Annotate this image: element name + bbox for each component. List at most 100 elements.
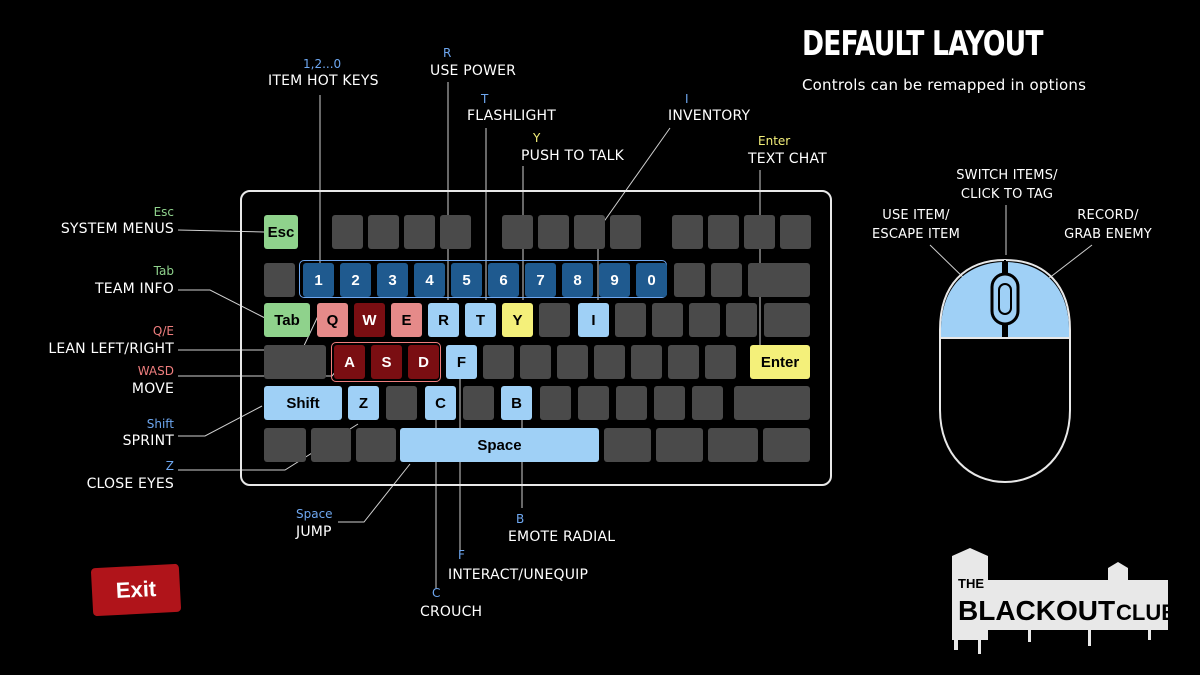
key-h bbox=[520, 345, 551, 379]
key-shift: Shift bbox=[264, 386, 342, 420]
key-tab: Tab bbox=[264, 303, 310, 337]
key-9: 9 bbox=[599, 263, 630, 297]
tab-key-name: Tab bbox=[153, 264, 174, 278]
key-f10 bbox=[708, 215, 739, 249]
key-z: Z bbox=[348, 386, 379, 420]
space-key-name: Space bbox=[296, 507, 333, 521]
keyboard-frame bbox=[240, 190, 832, 486]
mouse-left-button bbox=[941, 262, 1002, 338]
exit-button[interactable]: Exit bbox=[90, 563, 182, 617]
key-m bbox=[578, 386, 609, 420]
t-key-name: T bbox=[481, 92, 489, 106]
key-l bbox=[631, 345, 662, 379]
c-key-name: C bbox=[432, 586, 441, 600]
key-backtick bbox=[264, 263, 295, 297]
key-b: B bbox=[501, 386, 532, 420]
key-o bbox=[615, 303, 646, 337]
r-key-name: R bbox=[443, 46, 452, 60]
f-key-name: F bbox=[458, 548, 465, 562]
key-e: E bbox=[391, 303, 422, 337]
key-rshift bbox=[734, 386, 810, 420]
key-win bbox=[311, 428, 351, 462]
jump-label: JUMP bbox=[296, 524, 332, 540]
key-f9 bbox=[672, 215, 703, 249]
key-f1 bbox=[332, 215, 363, 249]
logo-club: CLUB bbox=[1116, 600, 1177, 625]
sprint-label: SPRINT bbox=[122, 433, 174, 449]
interact-label: INTERACT/UNEQUIP bbox=[448, 567, 589, 583]
key-5: 5 bbox=[451, 263, 482, 297]
key-semicolon bbox=[668, 345, 699, 379]
wasd-group bbox=[331, 342, 441, 382]
key-q: Q bbox=[317, 303, 348, 337]
key-period bbox=[654, 386, 685, 420]
enter-key-name: Enter bbox=[758, 134, 791, 148]
key-u bbox=[539, 303, 570, 337]
key-8: 8 bbox=[562, 263, 593, 297]
mouse-left-label: USE ITEM/ ESCAPE ITEM bbox=[871, 208, 961, 242]
logo-blackout: BLACKOUT bbox=[958, 595, 1115, 626]
key-equals bbox=[711, 263, 742, 297]
key-rbracket bbox=[726, 303, 757, 337]
close-eyes-label: CLOSE EYES bbox=[86, 476, 174, 492]
key-4: 4 bbox=[414, 263, 445, 297]
key-f3 bbox=[404, 215, 435, 249]
page-subtitle: Controls can be remapped in options bbox=[802, 76, 1087, 94]
z-key-name: Z bbox=[165, 459, 174, 473]
key-0: 0 bbox=[636, 263, 667, 297]
key-j bbox=[557, 345, 588, 379]
hotkeys-key-name: 1,2...0 bbox=[303, 57, 342, 71]
key-s: S bbox=[371, 345, 402, 379]
key-f12 bbox=[780, 215, 811, 249]
mouse-middle-label: SWITCH ITEMS/ CLICK TO TAG bbox=[956, 168, 1058, 202]
key-v bbox=[463, 386, 494, 420]
key-ralt bbox=[604, 428, 651, 462]
mouse-right-button bbox=[1008, 262, 1069, 338]
key-backslash bbox=[764, 303, 810, 337]
key-lbracket bbox=[689, 303, 720, 337]
key-rctrl bbox=[763, 428, 810, 462]
b-key-name: B bbox=[516, 512, 525, 526]
key-menu bbox=[708, 428, 758, 462]
lean-key-name: Q/E bbox=[152, 324, 174, 338]
key-f2 bbox=[368, 215, 399, 249]
key-f7 bbox=[574, 215, 605, 249]
key-f5 bbox=[502, 215, 533, 249]
key-capslock bbox=[264, 345, 326, 379]
shift-key-name: Shift bbox=[146, 417, 174, 431]
key-slash bbox=[692, 386, 723, 420]
key-k bbox=[594, 345, 625, 379]
power-label: USE POWER bbox=[430, 63, 517, 79]
key-g bbox=[483, 345, 514, 379]
key-n bbox=[540, 386, 571, 420]
key-comma bbox=[616, 386, 647, 420]
team-info-label: TEAM INFO bbox=[95, 281, 174, 297]
key-minus bbox=[674, 263, 705, 297]
key-d: D bbox=[408, 345, 439, 379]
crouch-label: CROUCH bbox=[420, 604, 483, 620]
key-f4 bbox=[440, 215, 471, 249]
hotkeys-label: ITEM HOT KEYS bbox=[268, 73, 379, 89]
text-chat-label: TEXT CHAT bbox=[748, 151, 827, 167]
key-f6 bbox=[538, 215, 569, 249]
key-esc: Esc bbox=[264, 215, 298, 249]
key-t: T bbox=[465, 303, 496, 337]
key-alt bbox=[356, 428, 396, 462]
i-key-name: I bbox=[685, 92, 689, 106]
key-p bbox=[652, 303, 683, 337]
key-y: Y bbox=[502, 303, 533, 337]
flashlight-label: FLASHLIGHT bbox=[467, 108, 557, 124]
key-2: 2 bbox=[340, 263, 371, 297]
key-i: I bbox=[578, 303, 609, 337]
key-f: F bbox=[446, 345, 477, 379]
inventory-label: INVENTORY bbox=[668, 108, 751, 124]
key-w: W bbox=[354, 303, 385, 337]
key-x bbox=[386, 386, 417, 420]
lean-label: LEAN LEFT/RIGHT bbox=[48, 341, 174, 357]
wasd-key-name: WASD bbox=[137, 364, 174, 378]
key-a: A bbox=[334, 345, 365, 379]
key-fn bbox=[656, 428, 703, 462]
page-title: DEFAULT LAYOUT bbox=[802, 24, 1043, 64]
key-ctrl bbox=[264, 428, 306, 462]
